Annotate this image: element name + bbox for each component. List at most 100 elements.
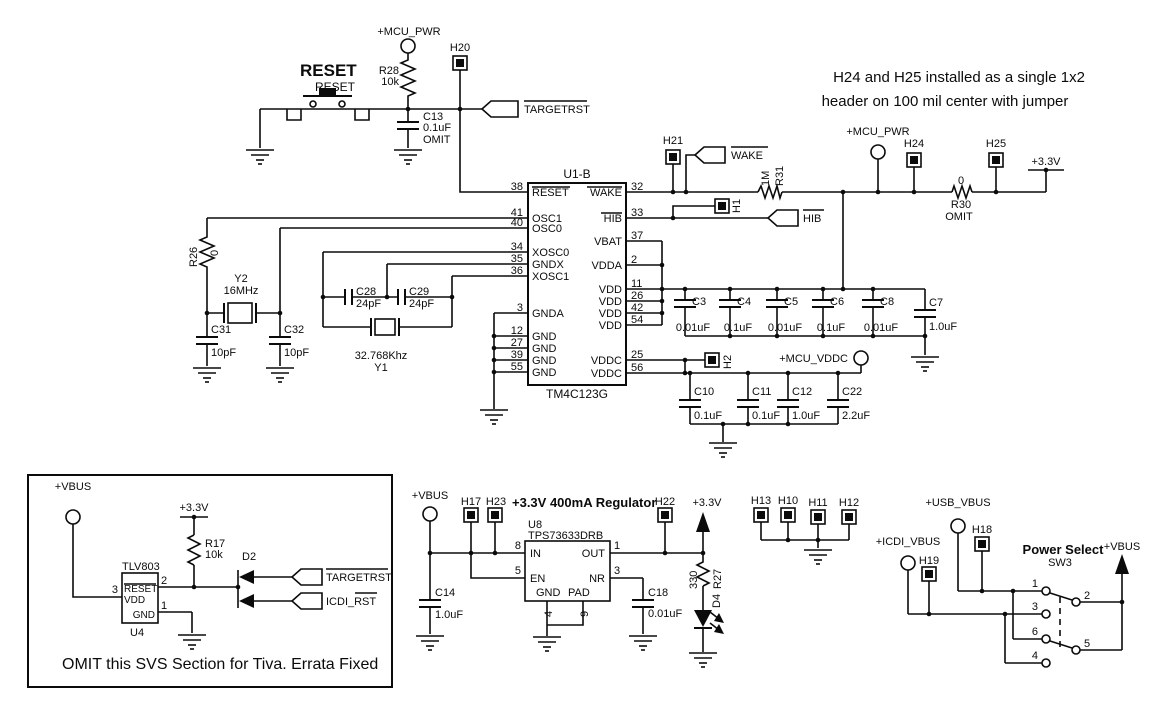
val-c7: 1.0uF <box>929 321 957 333</box>
ref-r31: R31 <box>774 166 786 186</box>
pin-num: 56 <box>631 362 643 374</box>
val-c14: 1.0uF <box>435 609 463 621</box>
note-line1: H24 and H25 installed as a single 1x2 <box>833 69 1085 86</box>
ic-ref-u8: U8 <box>528 519 542 531</box>
junction-dots <box>191 106 1125 617</box>
svs-caption: OMIT this SVS Section for Tiva. Errata F… <box>62 656 378 673</box>
pin-name: GND <box>532 367 557 379</box>
ref-c28: C28 <box>356 286 376 298</box>
cap-c12 <box>776 399 800 408</box>
reset-button-label: RESET <box>315 80 356 94</box>
ic-part-tm4c123g: TM4C123G <box>546 387 608 401</box>
ref-d4: D4 <box>711 594 723 608</box>
pin-num: 1 <box>1032 578 1038 590</box>
wiring-oscillators <box>197 217 528 409</box>
label-h11: H11 <box>808 497 827 509</box>
pin-num: 12 <box>511 325 523 337</box>
label-h2: H2 <box>722 355 734 369</box>
header-h24 <box>906 152 922 168</box>
ref-c11: C11 <box>752 386 771 398</box>
pin-name: XOSC1 <box>532 271 569 283</box>
pin-name: OUT <box>582 548 606 560</box>
resistor-r28 <box>398 53 418 109</box>
ground-symbol <box>910 356 940 372</box>
val-y2: 16MHz <box>224 285 259 297</box>
power-arrow-vbus <box>1115 554 1129 574</box>
reset-button-terminal <box>338 100 346 108</box>
net-label-vbus: +VBUS <box>55 481 91 493</box>
ref-c29: C29 <box>409 286 429 298</box>
ref-r30: R30 <box>951 199 971 211</box>
pin-num: 54 <box>631 314 643 326</box>
val-y1: 32.768Khz <box>355 350 408 362</box>
flag-targetrst <box>481 100 519 118</box>
pin-name: GNDA <box>532 308 564 320</box>
power-port-usb-vbus <box>950 518 966 534</box>
ground-symbol <box>245 149 275 165</box>
net-label-33v: +3.3V <box>179 502 209 514</box>
label-h18: H18 <box>972 524 992 536</box>
crystal-y1 <box>374 318 396 336</box>
pin-num: 26 <box>631 290 643 302</box>
pin-num: 3 <box>1032 601 1038 613</box>
resistor-r31 <box>757 183 783 201</box>
val-c32: 10pF <box>284 347 309 359</box>
diode-d2-top <box>239 570 254 584</box>
pin-num: 3 <box>517 302 523 314</box>
sw3-pin4 <box>1041 658 1051 668</box>
label-h24: H24 <box>904 138 924 150</box>
wiring-regulator <box>429 512 724 652</box>
pin-name: VDD <box>599 308 622 320</box>
ground-symbol <box>479 409 509 425</box>
pin-name: VDD <box>599 320 622 332</box>
ref-c18: C18 <box>648 587 668 599</box>
header-h2 <box>704 352 720 368</box>
pin-name: HIB <box>604 213 622 225</box>
pin-name: NR <box>589 573 605 585</box>
pin-name: GND <box>536 587 561 599</box>
ref-d2: D2 <box>242 551 256 563</box>
pin-name: GND <box>133 610 155 621</box>
header-h11 <box>810 509 826 525</box>
ref-c32: C32 <box>284 324 304 336</box>
pin-name: GNDX <box>532 259 564 271</box>
cap-c18 <box>631 599 655 608</box>
header-h1 <box>714 198 730 214</box>
val-c8: 0.01uF <box>864 322 899 334</box>
ground-symbol <box>192 367 222 383</box>
pin-name: VDD <box>599 296 622 308</box>
pin-num: 27 <box>511 337 523 349</box>
ref-c4: C4 <box>737 296 751 308</box>
ic-ref-u4: U4 <box>130 627 144 639</box>
val-r17: 10k <box>205 549 223 561</box>
ref-c12: C12 <box>792 386 812 398</box>
val-r30: 0 <box>958 175 964 187</box>
header-h12 <box>841 509 857 525</box>
cap-c11 <box>736 399 760 408</box>
wiring-reset-section <box>259 53 528 193</box>
flag-label-targetrst: TARGETRST <box>326 572 392 584</box>
pin-num: 5 <box>515 565 521 577</box>
ground-symbol <box>688 652 718 668</box>
cap-c10 <box>678 399 702 408</box>
net-label-vbus: +VBUS <box>1104 541 1140 553</box>
ref-c3: C3 <box>692 296 706 308</box>
crystal-y2 <box>227 302 253 324</box>
header-h13 <box>753 507 769 523</box>
resistor-r26 <box>197 218 217 337</box>
wiring-svs <box>27 474 393 688</box>
ref-c31: C31 <box>211 324 231 336</box>
net-label-mcu-vddc: +MCU_VDDC <box>779 353 848 365</box>
pin-num: 38 <box>511 181 523 193</box>
ground-symbol <box>532 636 562 652</box>
net-label-mcu-pwr: +MCU_PWR <box>846 126 909 138</box>
ref-c7: C7 <box>929 297 943 309</box>
pin-num: 41 <box>511 207 523 219</box>
switch-blades <box>1049 592 1073 649</box>
ref-sw3: SW3 <box>1048 557 1072 569</box>
val-c29: 24pF <box>409 298 434 310</box>
pin-name: VDDC <box>591 368 622 380</box>
pin-num: 34 <box>511 241 523 253</box>
svs-omit-box <box>27 474 393 688</box>
pin-name: VDDA <box>591 260 622 272</box>
